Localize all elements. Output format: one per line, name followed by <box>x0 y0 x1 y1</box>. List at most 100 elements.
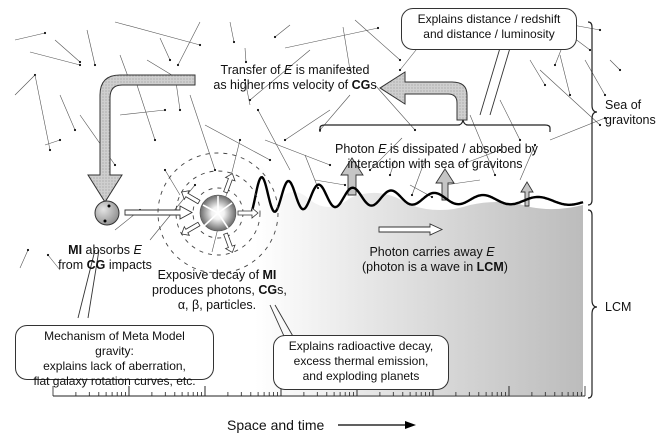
graviton-dot <box>553 63 557 67</box>
space-time-label: Space and time <box>227 417 325 433</box>
text-line: gravitons <box>605 113 656 127</box>
graviton-dot <box>398 58 402 62</box>
graviton-line <box>342 26 351 71</box>
graviton-line <box>584 59 606 96</box>
graviton-dot <box>283 138 287 142</box>
callout-gravity-line: flat galaxy rotation curves, etc. <box>33 374 196 388</box>
emission-arrow <box>181 190 201 205</box>
graviton-dot <box>168 58 172 62</box>
graviton-line <box>274 24 291 38</box>
graviton-dot <box>413 128 417 132</box>
graviton-dot <box>410 193 414 197</box>
graviton-dot <box>368 168 372 172</box>
graviton-line <box>284 109 331 141</box>
mi-absorbs-label: MI absorbs E from CG impacts <box>55 243 155 273</box>
emission-arrow <box>237 207 259 219</box>
graviton-line <box>19 249 29 269</box>
graviton-dot <box>78 63 82 67</box>
cg-term: CG <box>86 258 106 272</box>
mi-term: MI <box>262 268 277 282</box>
decay-label: Exposive decay of MI produces photons, C… <box>152 268 287 313</box>
lcm-brace <box>587 209 598 399</box>
emission-arrows <box>181 172 259 254</box>
photon-direction-arrow <box>378 223 444 236</box>
transfer-arrow-right <box>379 71 468 121</box>
dissipation-arrows <box>340 157 534 207</box>
graviton-line <box>319 94 351 131</box>
text-span: ) <box>503 260 508 274</box>
text-span: is manifested <box>292 63 370 77</box>
graviton-dot <box>598 28 602 32</box>
graviton-line <box>529 59 546 86</box>
graviton-dot <box>78 60 82 64</box>
mi-to-decay-arrow <box>124 205 193 220</box>
callout-radioactive-line: and exploding planets <box>302 369 420 383</box>
graviton-dot <box>73 128 77 132</box>
mi-particle <box>94 200 120 226</box>
callout-radioactive-line: Explains radioactive decay, <box>288 339 434 353</box>
graviton-line <box>136 84 156 141</box>
emission-arrow <box>181 221 201 236</box>
cg-term: CG <box>351 78 371 92</box>
graviton-dot <box>273 35 277 39</box>
graviton-dot <box>153 138 157 142</box>
text-span: Photon <box>335 142 379 156</box>
graviton-line <box>34 74 51 151</box>
graviton-dot <box>603 116 607 120</box>
graviton-line <box>204 124 271 161</box>
text-span: produces photons, <box>152 283 259 297</box>
graviton-dot <box>398 68 402 72</box>
text-span: is dissipated / absorbed by <box>386 142 538 156</box>
graviton-line <box>54 39 81 63</box>
callout-gravity: Mechanism of Meta Model gravity: explain… <box>15 325 214 388</box>
graviton-dot <box>268 158 272 162</box>
transfer-arrow-left <box>87 74 196 203</box>
graviton-dot <box>343 183 347 187</box>
graviton-dot <box>93 63 97 67</box>
graviton-line <box>354 19 401 61</box>
emission-arrow <box>223 232 236 254</box>
graviton-line <box>159 37 171 61</box>
graviton-line <box>314 179 346 186</box>
energy-symbol: E <box>283 63 293 77</box>
graviton-dot <box>316 186 320 190</box>
graviton-dot <box>58 138 62 142</box>
graviton-line <box>114 21 201 46</box>
graviton-dot <box>243 78 247 82</box>
graviton-dot <box>376 26 380 30</box>
graviton-dot <box>388 173 392 177</box>
graviton-line <box>86 29 96 66</box>
space-time-arrow <box>338 421 416 429</box>
graviton-line <box>549 117 606 141</box>
graviton-line <box>539 69 601 126</box>
graviton-dot <box>498 148 502 152</box>
graviton-dot <box>568 93 572 97</box>
graviton-dot <box>163 108 167 112</box>
dissipation-brace <box>319 119 551 132</box>
lcm-term: LCM <box>476 260 504 274</box>
graviton-dot <box>256 108 260 112</box>
text-line: interaction with sea of gravitons <box>347 157 523 171</box>
graviton-dot <box>543 83 547 87</box>
text-span: s <box>370 78 377 92</box>
graviton-line <box>29 51 81 66</box>
graviton-dot <box>533 143 537 147</box>
graviton-dot <box>618 68 622 72</box>
graviton-line <box>304 154 319 189</box>
graviton-dot <box>328 163 332 167</box>
graviton-line <box>44 139 61 146</box>
graviton-dot <box>193 183 197 187</box>
emission-arrow <box>223 172 236 194</box>
graviton-line <box>609 59 621 71</box>
text-line: Sea of <box>605 98 642 112</box>
sea-brace <box>587 21 598 206</box>
graviton-line <box>177 21 201 66</box>
text-line: α, β, particles. <box>177 298 257 312</box>
callout-redshift-line: Explains distance / redshift <box>417 12 561 26</box>
graviton-line <box>59 94 76 131</box>
graviton-dot <box>46 253 50 257</box>
text-span: Exposive decay of <box>157 268 263 282</box>
callout-gravity-line: explains lack of aberration, <box>43 359 186 373</box>
graviton-line <box>444 179 481 186</box>
